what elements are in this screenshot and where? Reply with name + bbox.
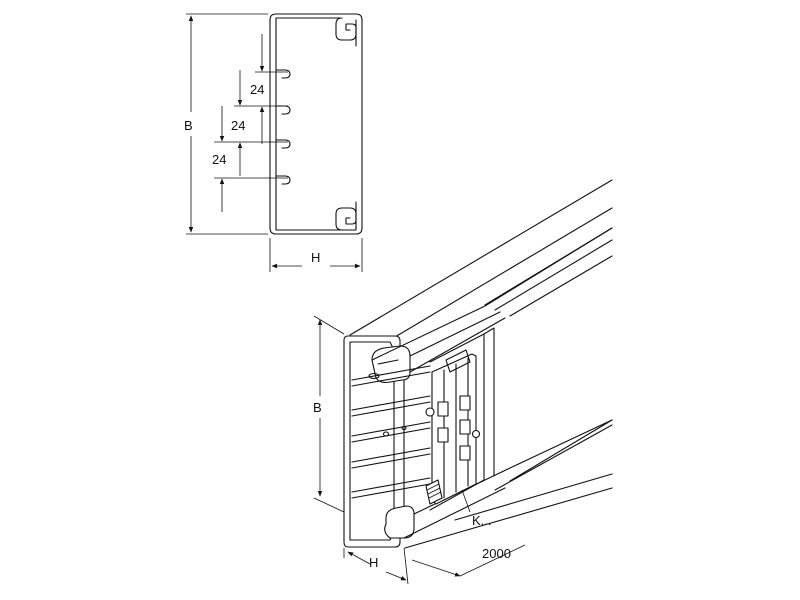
isometric-view: K... B H 2000 — [313, 179, 613, 585]
spacing-label-3: 24 — [212, 152, 226, 167]
cross-section-height-label: B — [184, 118, 193, 133]
cross-section-width-label: H — [311, 250, 320, 265]
length-label: 2000 — [482, 546, 511, 561]
part-label: K... — [472, 513, 492, 528]
isometric-width-label: H — [369, 555, 378, 570]
spacing-label-2: 24 — [231, 118, 245, 133]
isometric-height-label: B — [313, 400, 322, 415]
internal-rails — [351, 365, 431, 499]
spacing-label-1: 24 — [250, 82, 264, 97]
coupler-part — [425, 349, 481, 505]
cross-section-view: B H 24 24 24 — [184, 13, 363, 272]
